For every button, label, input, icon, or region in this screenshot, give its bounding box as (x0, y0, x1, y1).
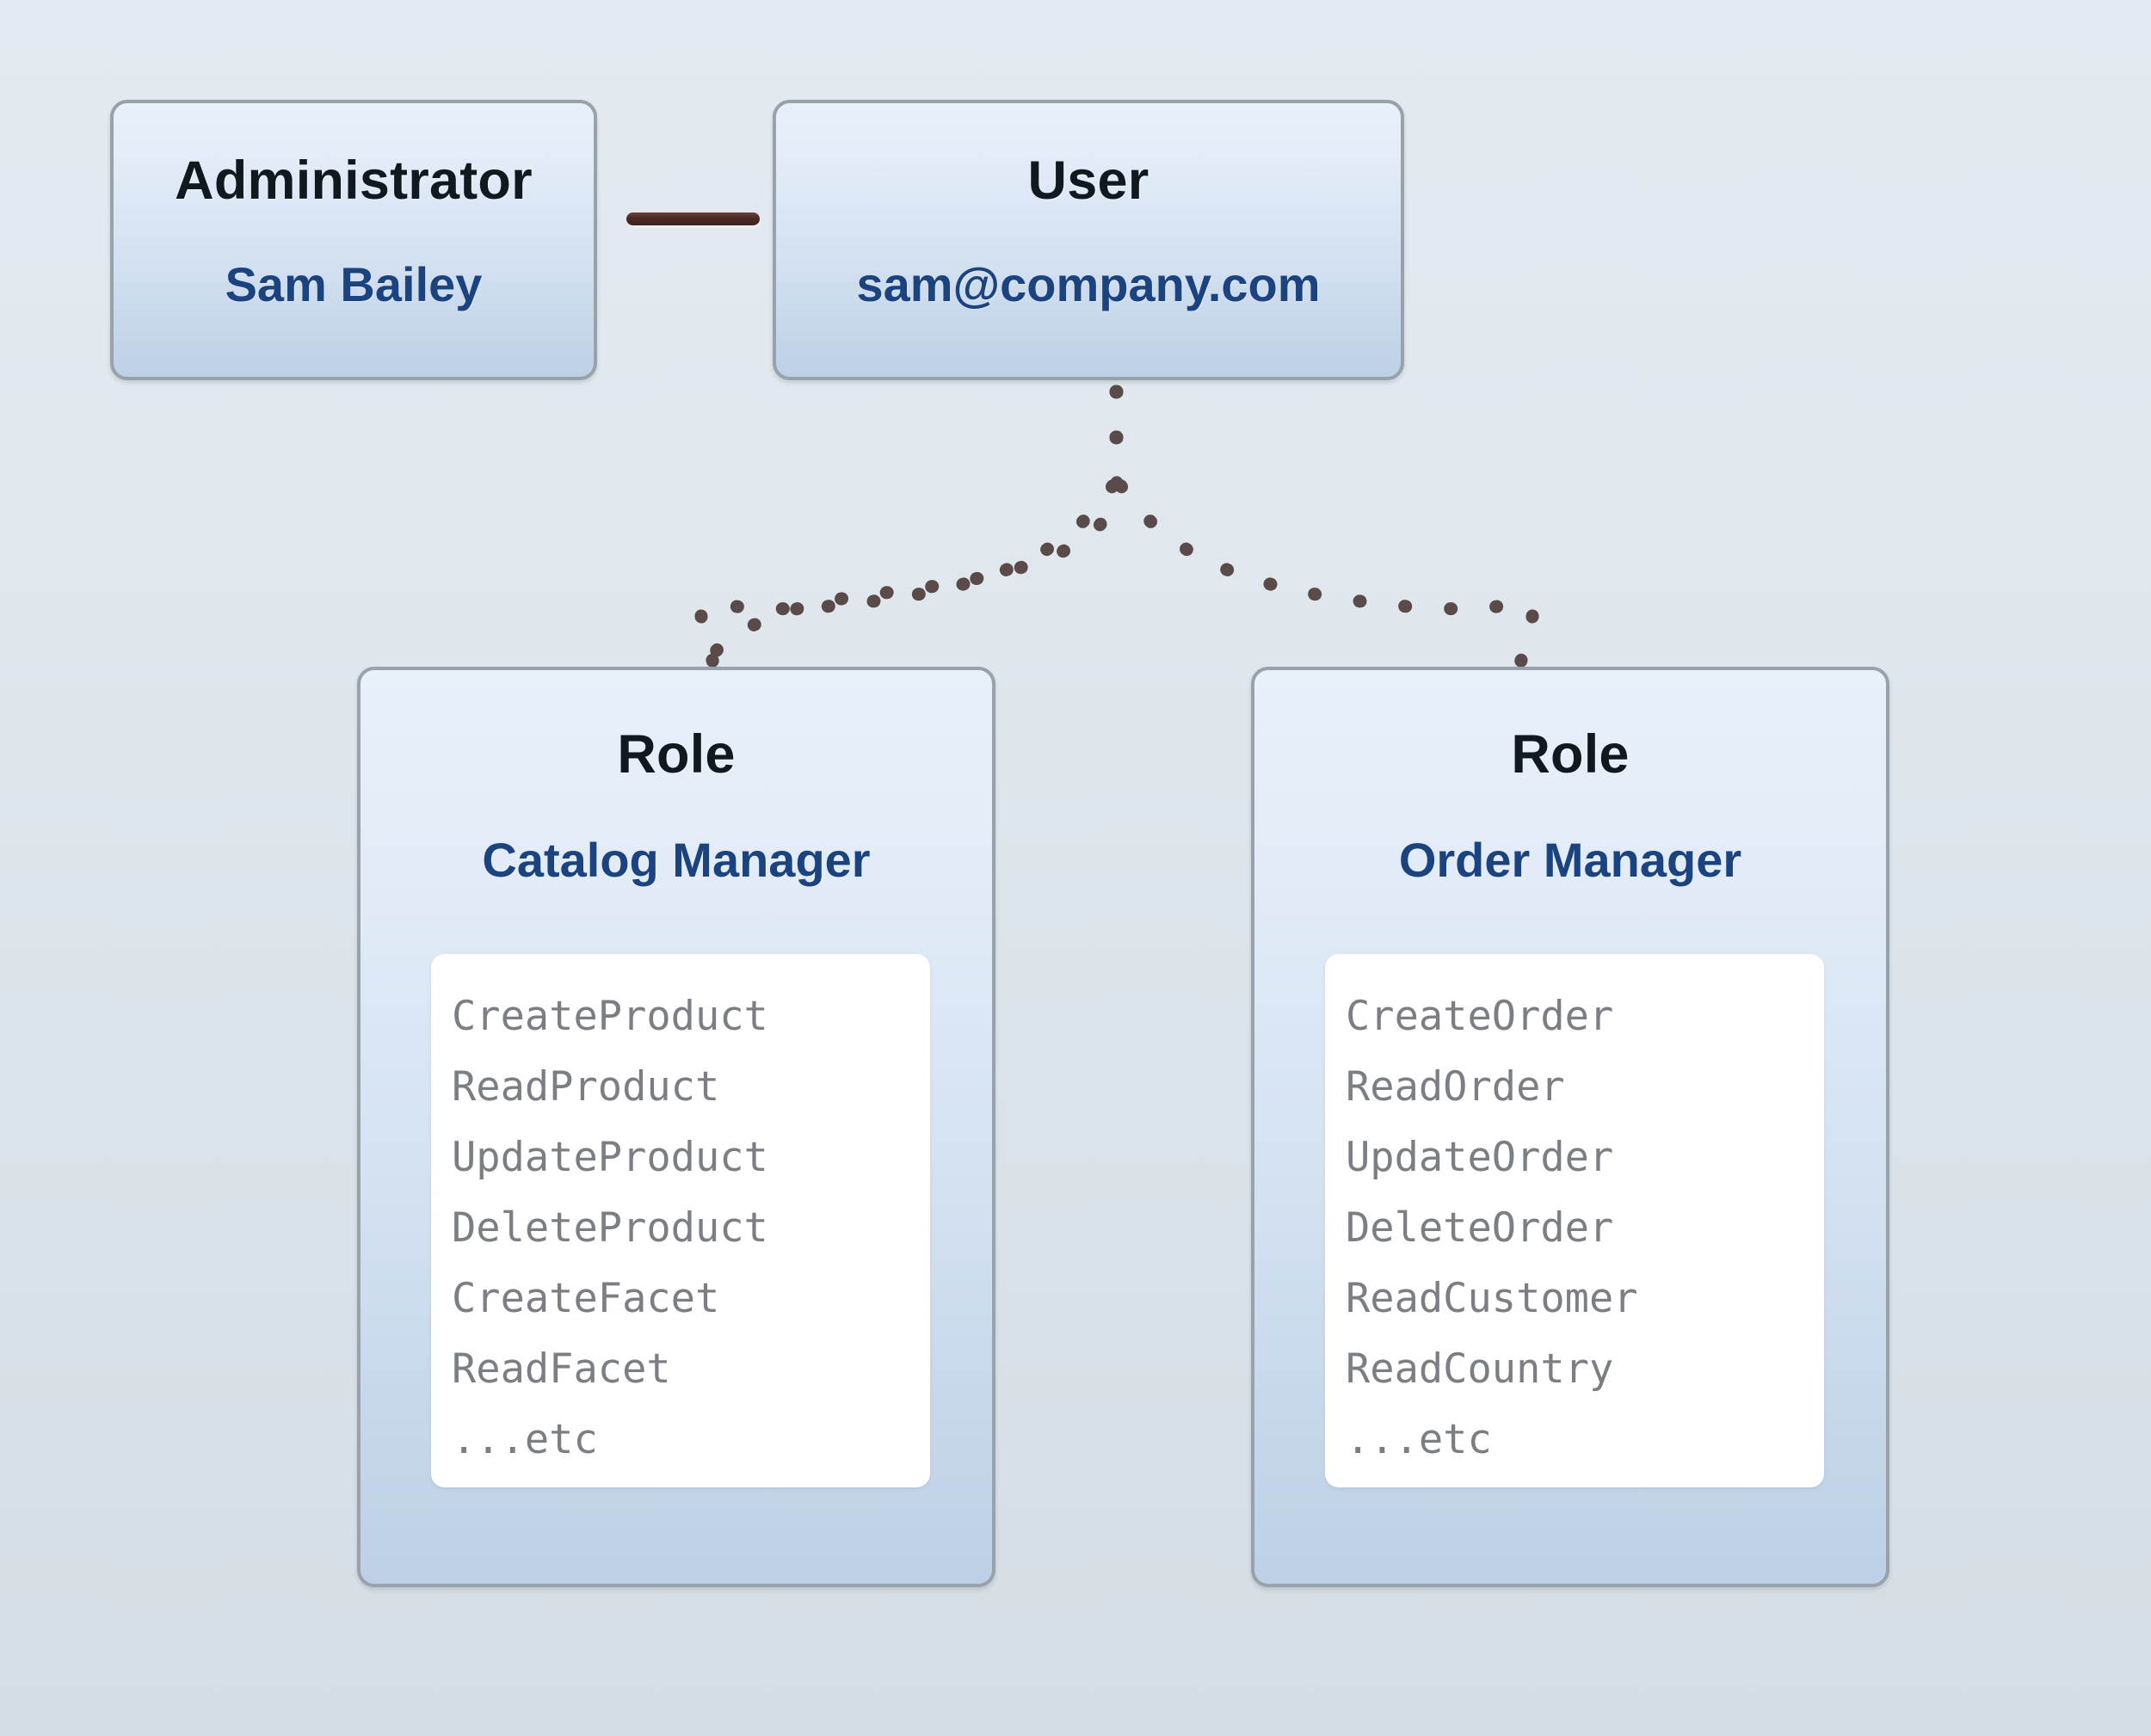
administrator-type-label: Administrator (175, 151, 533, 211)
edge-user-right-branch (1114, 479, 1539, 674)
role-order-value-label: Order Manager (1398, 833, 1742, 887)
permission-item: ReadFacet (452, 1345, 671, 1393)
permission-item: ReadCustomer (1346, 1275, 1638, 1322)
permission-item: UpdateProduct (452, 1134, 768, 1181)
role-catalog-value-label: Catalog Manager (482, 833, 871, 887)
permission-item: ReadCountry (1346, 1345, 1614, 1393)
permission-item: ...etc (452, 1416, 598, 1463)
role-catalog-type-label: Role (617, 724, 736, 785)
edge-user-left-branch (694, 479, 1119, 674)
permission-item: CreateOrder (1346, 993, 1614, 1040)
permission-item: DeleteOrder (1346, 1204, 1614, 1252)
permission-item: UpdateOrder (1346, 1134, 1614, 1181)
permission-item: DeleteProduct (452, 1204, 768, 1252)
permission-item: ReadOrder (1346, 1063, 1565, 1111)
node-user[interactable]: User sam@company.com (773, 100, 1404, 380)
edge-administrator-to-user (626, 212, 760, 225)
administrator-value-label: Sam Bailey (225, 257, 483, 311)
permission-item: CreateFacet (452, 1275, 720, 1322)
node-administrator[interactable]: Administrator Sam Bailey (110, 100, 597, 380)
permission-item: ReadProduct (452, 1063, 720, 1111)
user-value-label: sam@company.com (856, 257, 1321, 311)
permission-item: ...etc (1346, 1416, 1492, 1463)
permission-item: CreateProduct (452, 993, 768, 1040)
user-type-label: User (1027, 151, 1149, 211)
role-order-type-label: Role (1511, 724, 1630, 785)
